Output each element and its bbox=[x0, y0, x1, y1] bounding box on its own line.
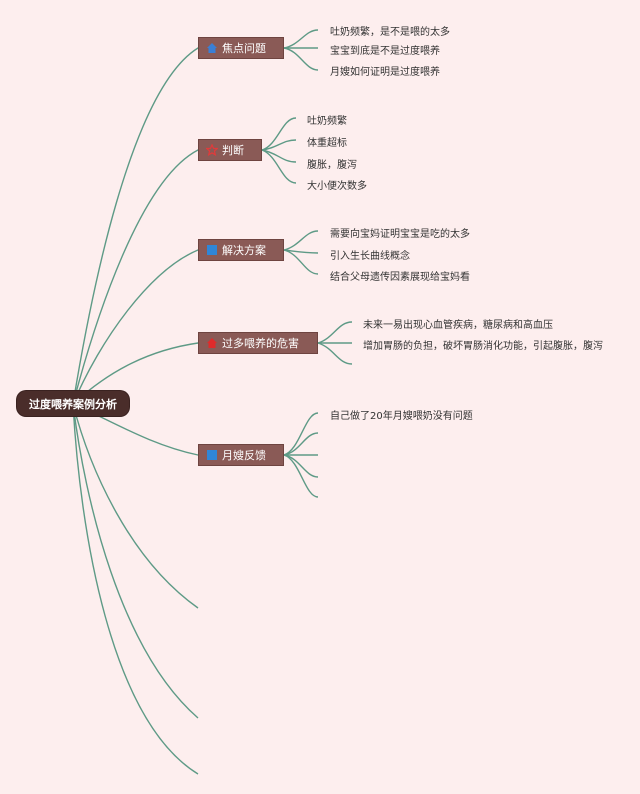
list-item: 自己做了20年月嫂喂奶没有问题 bbox=[330, 411, 473, 422]
list-item: 月嫂如何证明是过度喂养 bbox=[330, 67, 440, 78]
list-item: 引入生长曲线概念 bbox=[330, 251, 410, 262]
topic-label: 判断 bbox=[222, 144, 244, 157]
connector-topic-5-empty-4 bbox=[283, 454, 319, 498]
blue-square-icon bbox=[205, 244, 218, 257]
topic-solutions[interactable]: 解决方案 bbox=[198, 239, 284, 261]
connector-root-topic-2 bbox=[72, 149, 262, 405]
connector-topic-2-item-3 bbox=[261, 149, 297, 163]
topic-judgement[interactable]: 判断 bbox=[198, 139, 262, 161]
list-item: 宝宝到底是不是过度喂养 bbox=[330, 46, 440, 57]
topic-nanny-feedback[interactable]: 月嫂反馈 bbox=[198, 444, 284, 466]
list-item: 未来一易出现心血管疾病，糖尿病和高血压 bbox=[363, 320, 553, 331]
list-item: 需要向宝妈证明宝宝是吃的太多 bbox=[330, 229, 470, 240]
connector-topic-3-item-1 bbox=[283, 230, 319, 251]
connector-root-empty-3 bbox=[72, 403, 199, 775]
list-item: 增加胃肠的负担，破坏胃肠消化功能，引起腹胀，腹泻 bbox=[363, 341, 603, 352]
connector-topic-4-item-1 bbox=[317, 321, 353, 344]
list-item: 大小便次数多 bbox=[307, 181, 367, 192]
topic-label: 焦点问题 bbox=[222, 42, 266, 55]
topic-label: 月嫂反馈 bbox=[222, 449, 266, 462]
root-label: 过度喂养案例分析 bbox=[29, 397, 117, 411]
topic-label: 过多喂养的危害 bbox=[222, 337, 299, 350]
connector-topic-3-item-3 bbox=[283, 249, 319, 275]
connector-topic-2-item-1 bbox=[261, 117, 297, 151]
connector-topic-1-item-1 bbox=[283, 29, 319, 49]
connector-root-topic-1 bbox=[72, 47, 284, 405]
connector-root-topic-3 bbox=[72, 249, 284, 405]
house-icon bbox=[205, 42, 218, 55]
connector-topic-5-item-1 bbox=[283, 412, 319, 456]
connector-topic-4-empty-1 bbox=[317, 342, 353, 365]
list-item: 结合父母遗传因素展现给宝妈看 bbox=[330, 272, 470, 283]
star-outline-icon bbox=[205, 144, 218, 157]
connector-topic-2-item-2 bbox=[261, 139, 297, 151]
red-house-icon bbox=[205, 337, 218, 350]
list-item: 吐奶频繁 bbox=[307, 116, 347, 127]
connector-topic-5-empty-1 bbox=[283, 432, 319, 456]
list-item: 体重超标 bbox=[307, 138, 347, 149]
connector-topic-2-item-4 bbox=[261, 149, 297, 184]
list-item: 吐奶频繁，是不是喂的太多 bbox=[330, 27, 450, 38]
connector-topic-3-item-2 bbox=[283, 249, 319, 254]
blue-square-icon bbox=[205, 449, 218, 462]
topic-overfeeding-harm[interactable]: 过多喂养的危害 bbox=[198, 332, 318, 354]
connector-root-empty-2 bbox=[72, 403, 199, 719]
topic-label: 解决方案 bbox=[222, 244, 266, 257]
connector-root-empty-1 bbox=[72, 403, 199, 609]
root-node[interactable]: 过度喂养案例分析 bbox=[17, 391, 129, 416]
list-item: 腹胀，腹泻 bbox=[307, 160, 357, 171]
topic-focus-issues[interactable]: 焦点问题 bbox=[198, 37, 284, 59]
connector-topic-1-item-3 bbox=[283, 47, 319, 71]
